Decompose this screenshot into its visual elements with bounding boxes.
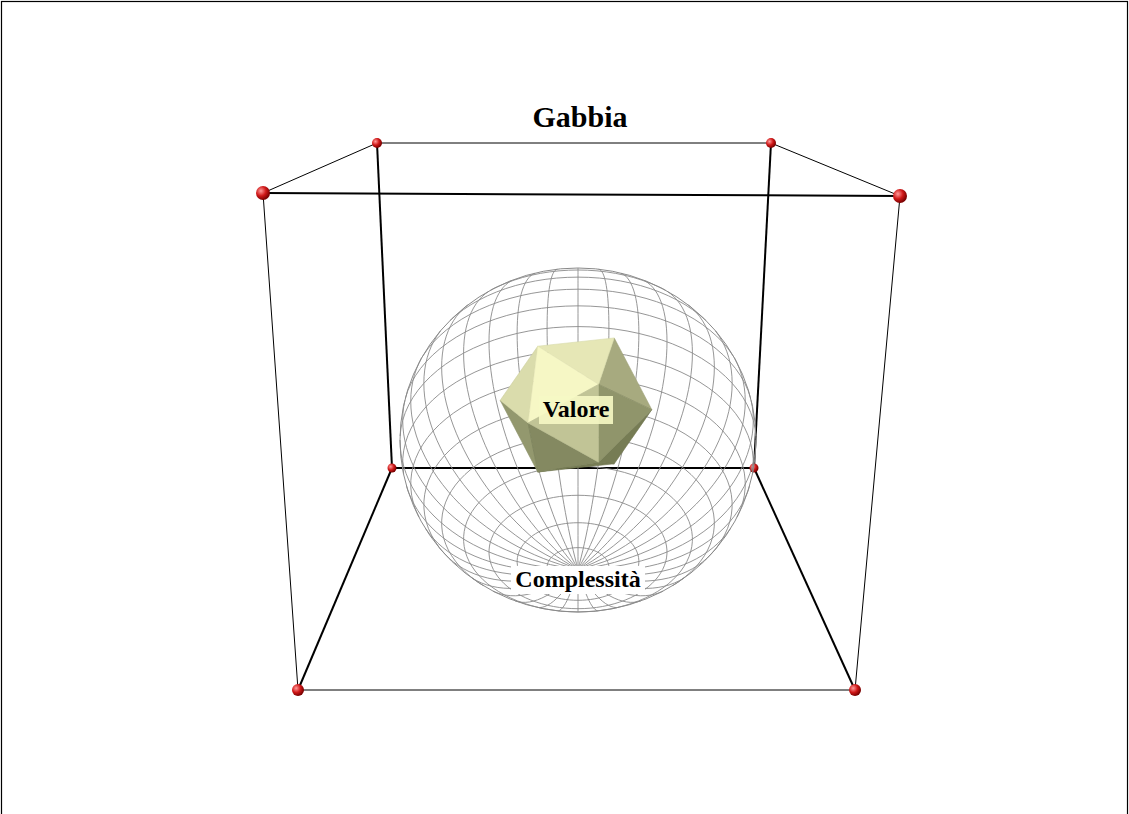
- node-label: Valore: [539, 396, 614, 424]
- node-label: Complessità: [511, 566, 644, 594]
- cube-vertices: [256, 138, 907, 696]
- sphere-outline: [400, 268, 756, 612]
- node-label: Gabbia: [528, 100, 631, 135]
- text-line: Valore: [497, 396, 655, 424]
- value-polyhedron: Valore: [497, 324, 655, 486]
- text-line: Gabbia: [250, 100, 910, 135]
- sphere-gridline: [578, 486, 749, 571]
- sphere-gridline: [400, 327, 756, 436]
- cage-region: ValoreComplessità Gabbia: [250, 92, 910, 702]
- cube-edges: [263, 143, 900, 690]
- text-line: Complessità: [400, 566, 756, 594]
- complexity-sphere: ValoreComplessità: [400, 268, 756, 612]
